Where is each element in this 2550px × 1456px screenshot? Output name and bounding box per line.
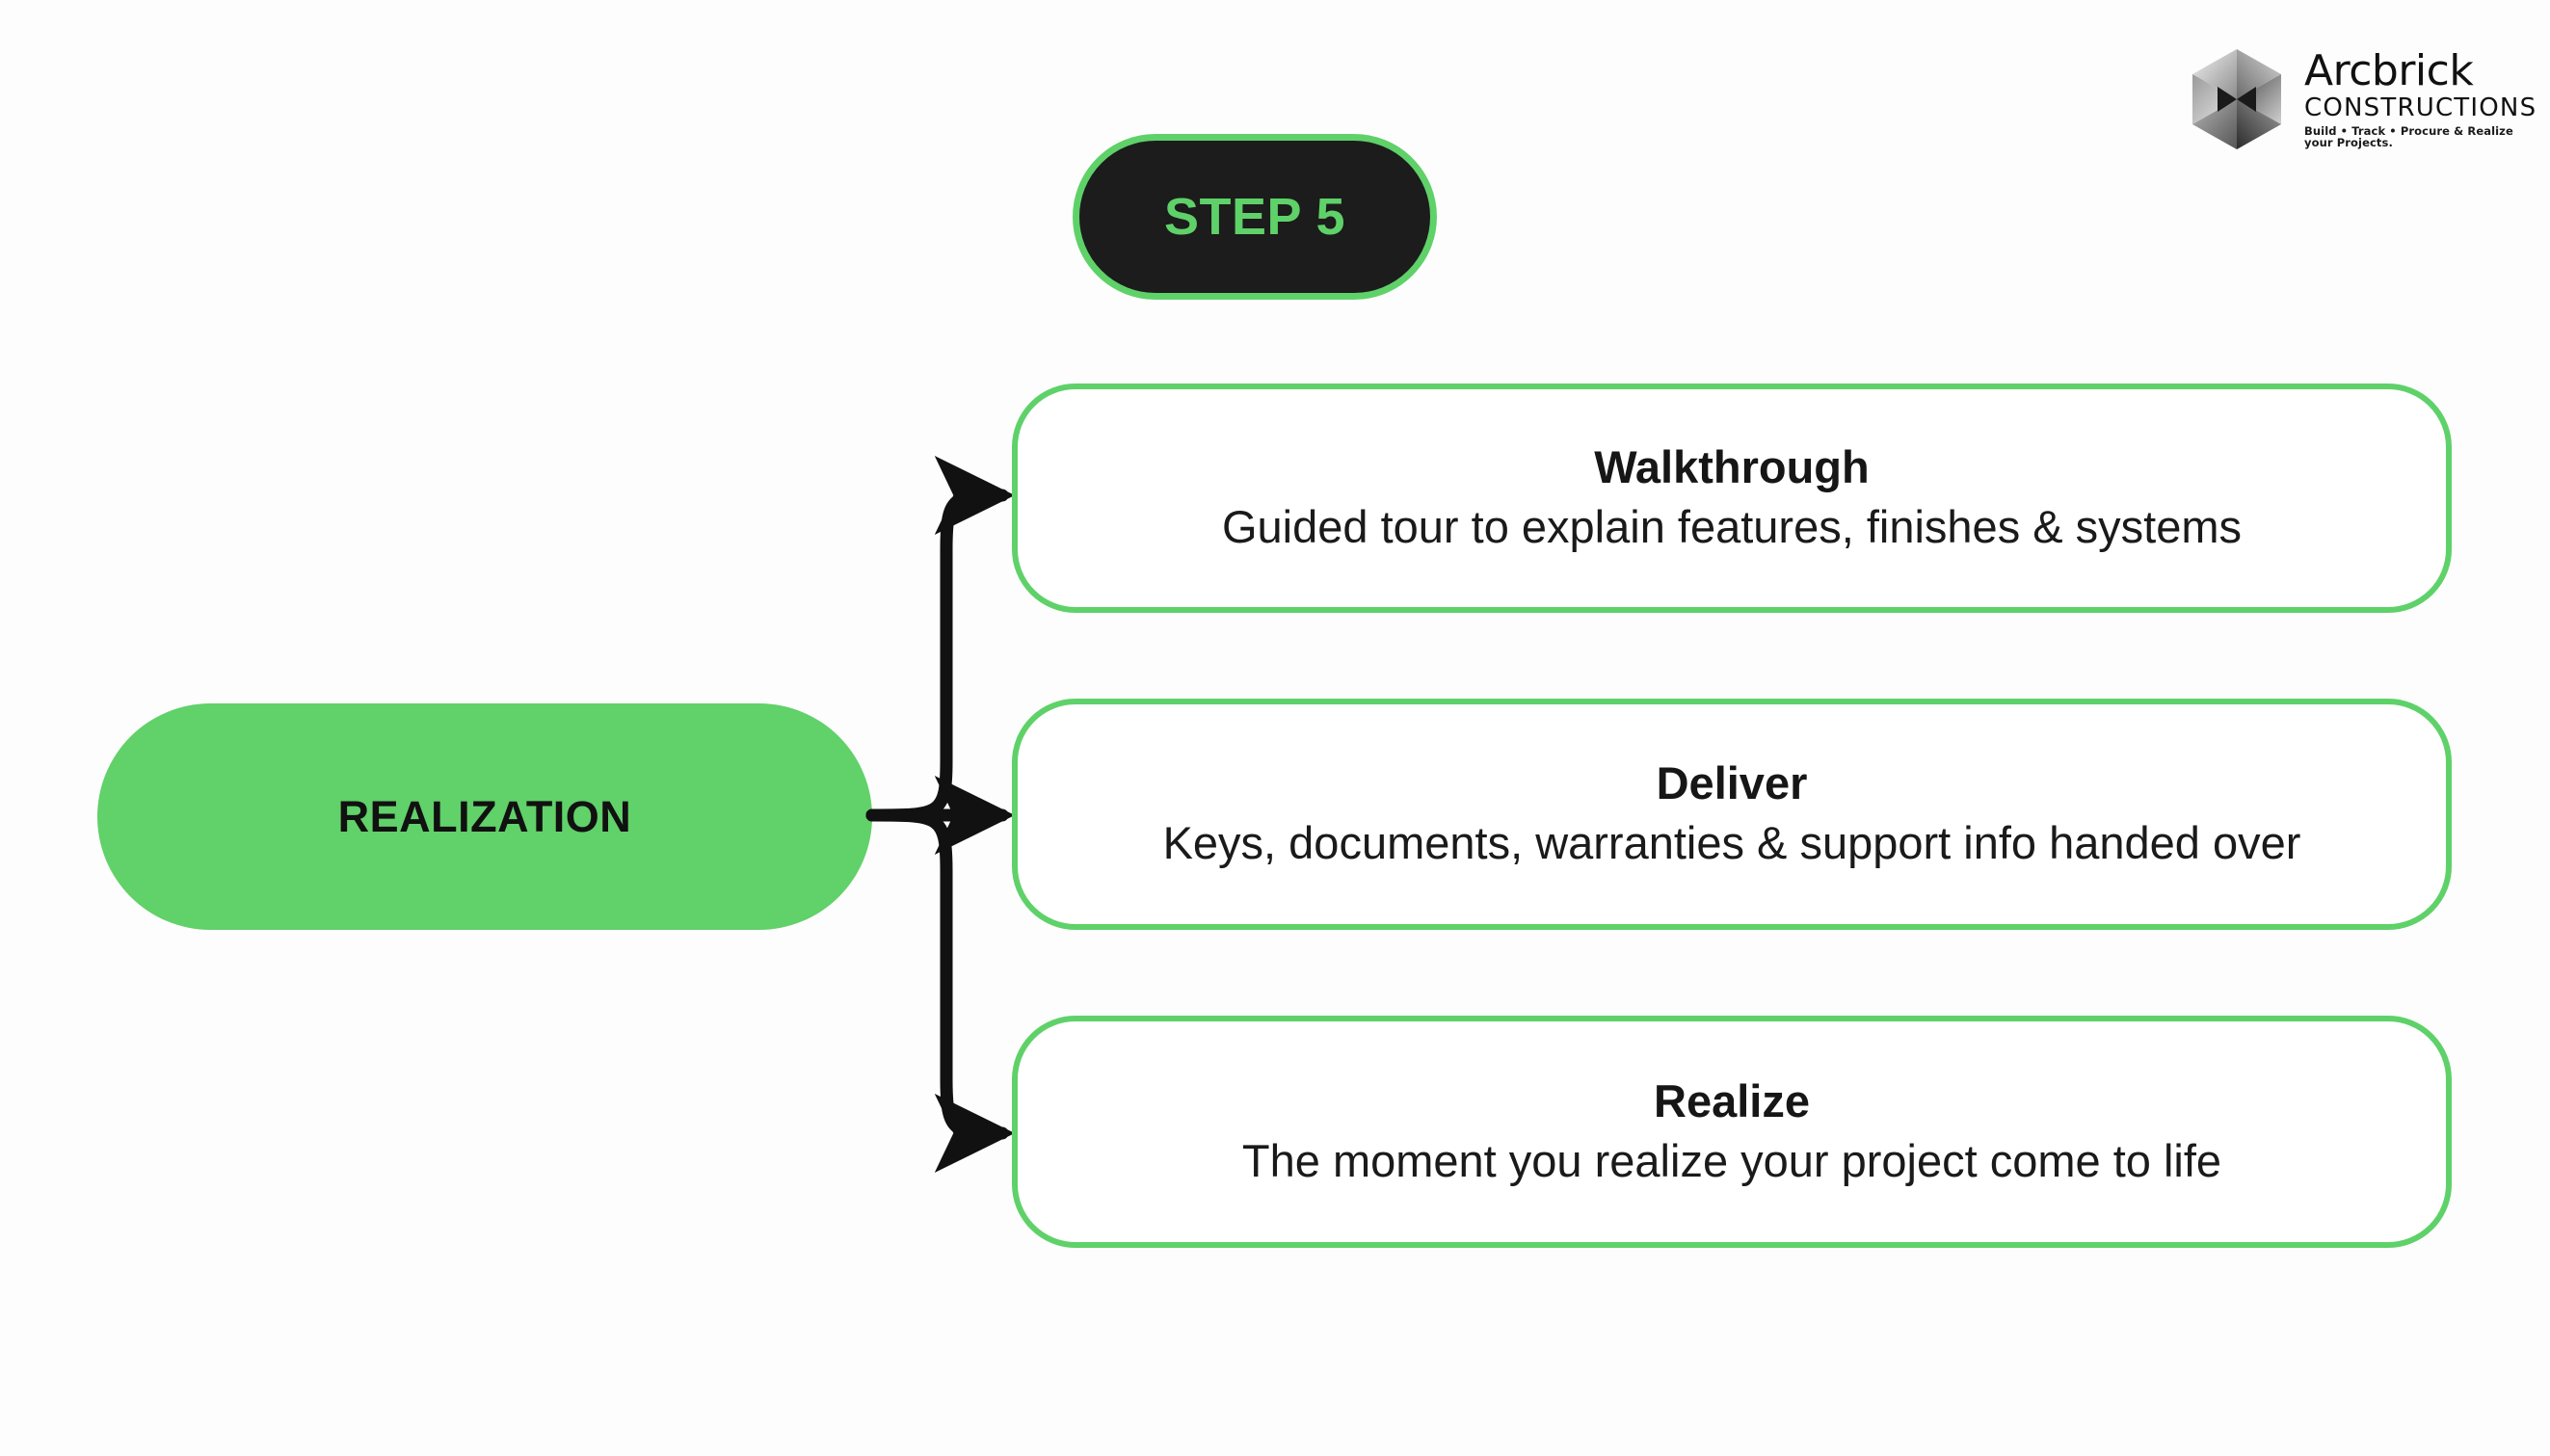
card-title: Walkthrough bbox=[1594, 441, 1870, 493]
arrow-to-realize bbox=[865, 808, 1015, 1173]
brand-name: Arcbrick bbox=[2304, 46, 2474, 95]
brand-logo: Arcbrick CONSTRUCTIONS Build • Track • P… bbox=[2183, 46, 2536, 152]
hexagon-cube-icon bbox=[2192, 49, 2281, 149]
card-title: Realize bbox=[1654, 1074, 1810, 1126]
card-realize: Realize The moment you realize your proj… bbox=[1012, 1016, 2452, 1248]
root-node-label: REALIZATION bbox=[337, 791, 632, 841]
root-node-realization: REALIZATION bbox=[97, 703, 872, 930]
arrow-to-walkthrough bbox=[865, 456, 1015, 822]
step-badge: STEP 5 bbox=[1073, 134, 1437, 300]
brand-wordmark: Arcbrick CONSTRUCTIONS Build • Track • P… bbox=[2304, 50, 2537, 148]
card-description: Guided tour to explain features, finishe… bbox=[1221, 501, 2243, 553]
card-walkthrough: Walkthrough Guided tour to explain featu… bbox=[1012, 384, 2452, 613]
card-description: Keys, documents, warranties & support in… bbox=[1162, 817, 2301, 869]
card-description: The moment you realize your project come… bbox=[1241, 1134, 2222, 1186]
brand-subtitle: CONSTRUCTIONS bbox=[2304, 93, 2537, 122]
step-badge-label: STEP 5 bbox=[1163, 188, 1346, 246]
brand-tagline: Build • Track • Procure & Realize your P… bbox=[2304, 124, 2513, 149]
card-title: Deliver bbox=[1656, 757, 1808, 809]
card-deliver: Deliver Keys, documents, warranties & su… bbox=[1012, 699, 2452, 930]
